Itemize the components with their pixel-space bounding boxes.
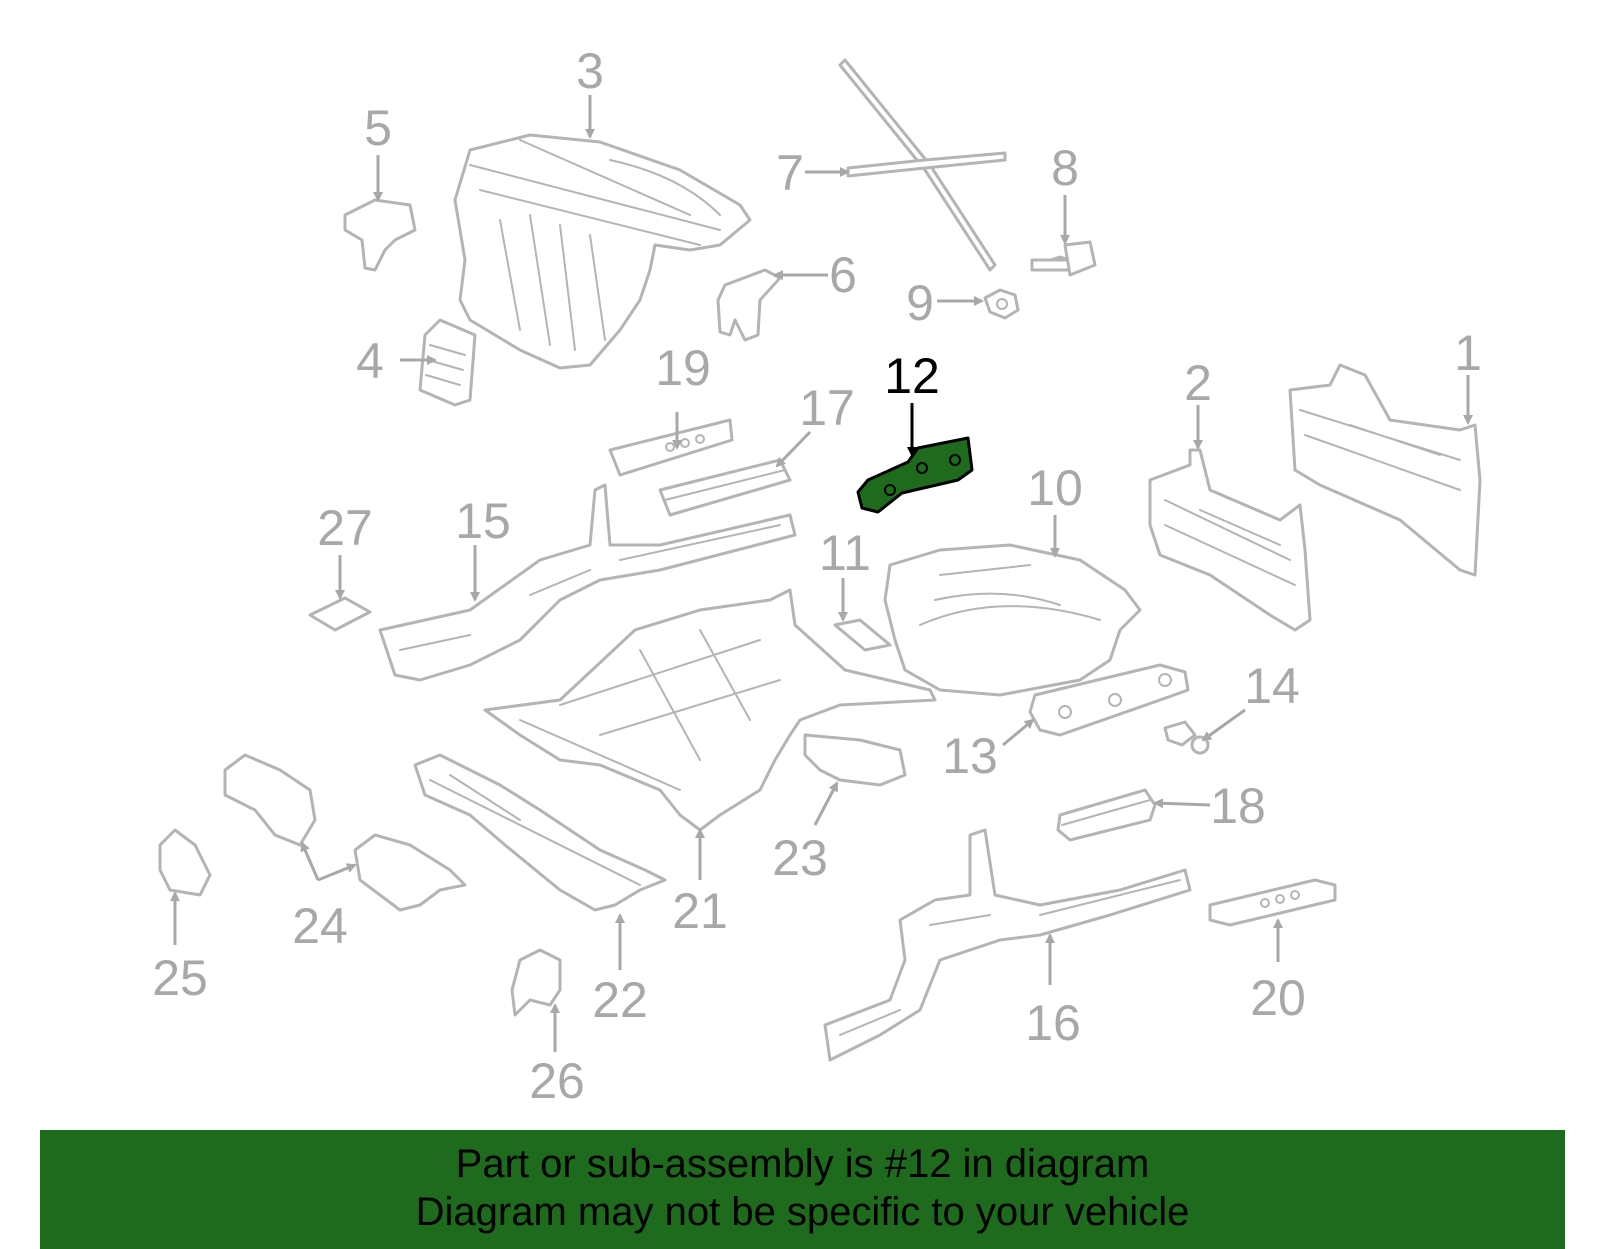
callout-26: 26 [529,1053,585,1109]
part-26-bracket [510,948,562,1017]
part-9-nut [983,288,1020,320]
callout-27: 27 [317,500,373,556]
part-16-rail [823,828,1192,1062]
banner-line-2: Diagram may not be specific to your vehi… [415,1190,1190,1234]
part-2-frame [1148,448,1312,632]
part-10-tire-well [883,543,1142,697]
callout-25: 25 [152,950,208,1006]
part-25-bracket [158,828,212,897]
banner-line-1: Part or sub-assembly is #12 in diagram [455,1142,1150,1186]
callout-4: 4 [356,333,384,389]
part-1-frame [1288,363,1482,577]
callout-7: 7 [776,145,804,201]
callout-16: 16 [1025,995,1081,1051]
callout-12-highlighted: 12 [884,348,940,404]
part-19-strip [608,418,734,477]
callout-22: 22 [592,972,648,1028]
callout-18: 18 [1210,778,1266,834]
callout-17: 17 [799,380,855,436]
part-6-bracket [716,268,782,342]
callout-1: 1 [1454,325,1482,381]
callout-labels: 1 2 3 4 5 6 7 8 9 10 11 12 13 14 15 16 1… [152,43,1482,1109]
part-20-strip [1208,878,1337,927]
callout-21: 21 [672,883,728,939]
part-13-plate [1028,663,1190,737]
callout-3: 3 [576,43,604,99]
part-18-channel [1056,788,1157,842]
part-4-panel [418,318,477,407]
callout-24: 24 [292,898,348,954]
part-3-rear-panel [453,133,752,370]
part-21-floor-pan [483,588,937,832]
callout-19: 19 [655,340,711,396]
part-17-channel [658,458,792,517]
part-22-member [413,753,667,912]
leader-lines [170,95,1473,1052]
part-27-pad [308,596,372,632]
part-5-bracket [343,198,417,272]
callout-14: 14 [1244,658,1300,714]
info-banner: Part or sub-assembly is #12 in diagram D… [40,1130,1565,1249]
part-12-bracket-highlighted [856,436,974,514]
part-14-clip [1163,720,1210,755]
callout-9: 9 [906,275,934,331]
callout-11: 11 [819,525,871,581]
callout-8: 8 [1051,140,1079,196]
part-11-plate [833,618,892,652]
callout-23: 23 [772,830,828,886]
part-23-piece [803,733,907,787]
callout-5: 5 [364,100,392,156]
part-24-pieces [223,753,467,912]
part-15-rail [378,483,797,682]
callout-13: 13 [942,728,998,784]
part-7-brace [838,58,1007,272]
callout-10: 10 [1027,460,1083,516]
callout-20: 20 [1250,970,1306,1026]
callout-15: 15 [455,493,511,549]
callout-2: 2 [1184,355,1212,411]
part-8-bolt [1030,240,1097,277]
callout-6: 6 [829,247,857,303]
